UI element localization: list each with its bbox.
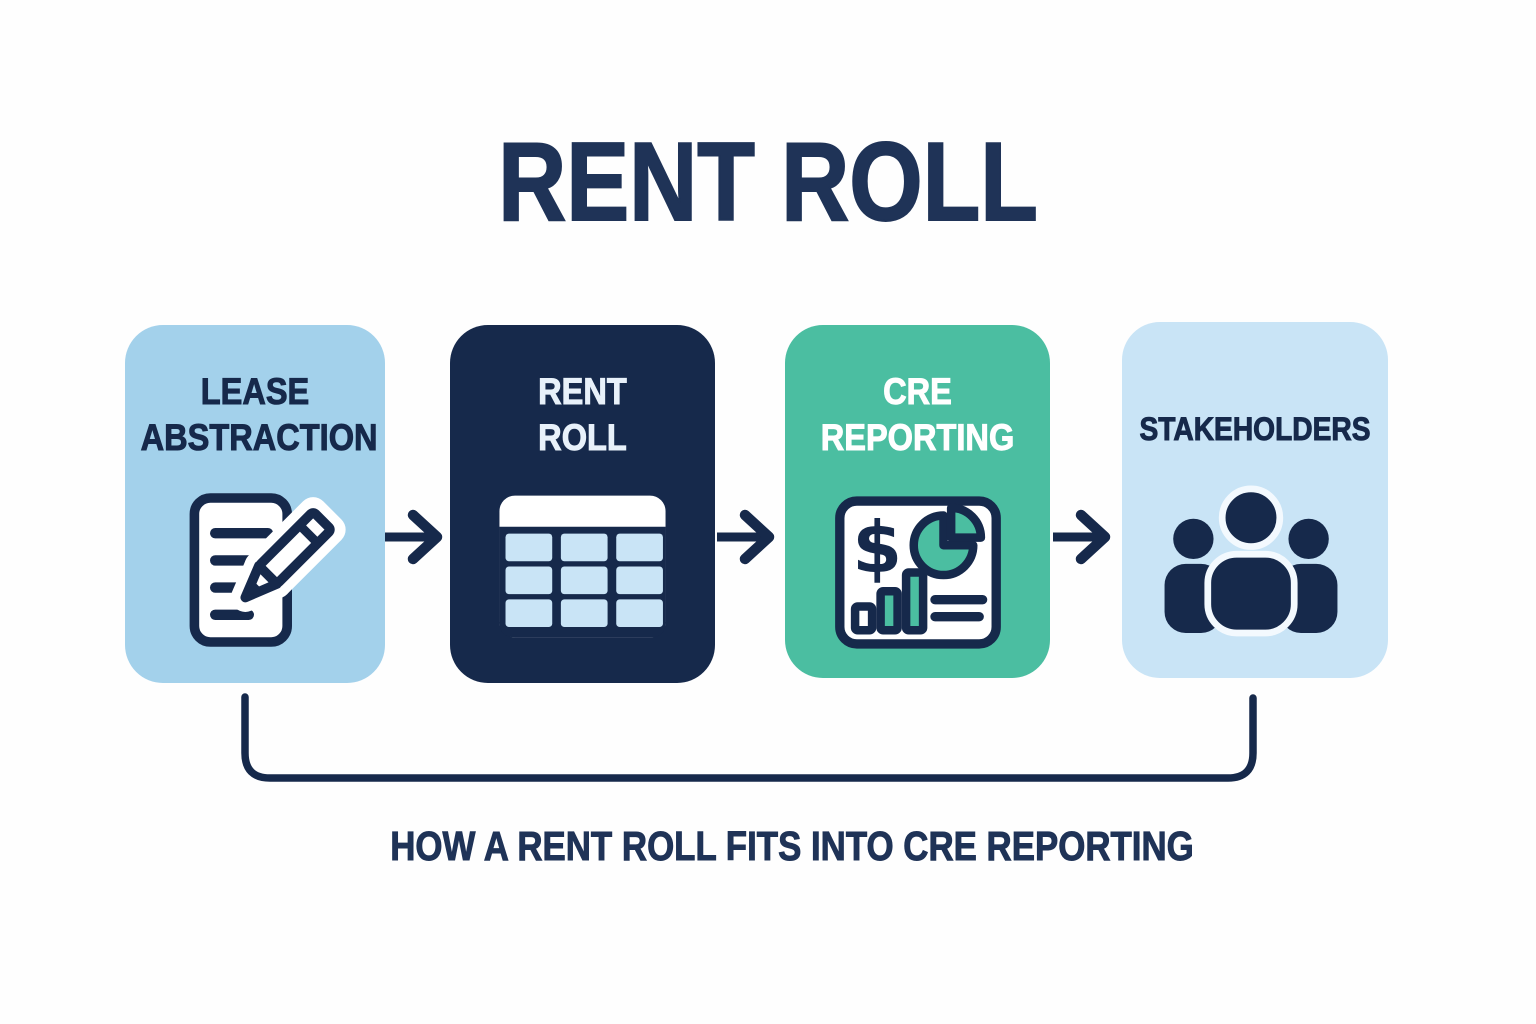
loop-connector-line — [241, 693, 1257, 782]
step-label-line: STAKEHOLDERS — [1139, 411, 1371, 448]
caption-text: HOW A RENT ROLL FITS INTO CRE REPORTING — [24, 822, 1536, 870]
text-lines-icon — [930, 595, 988, 622]
bar-chart-icon — [850, 568, 928, 635]
step-label: CRE REPORTING — [785, 325, 1050, 461]
step-label-line: LEASE — [200, 371, 310, 413]
document-pencil-icon — [189, 493, 346, 647]
step-label-line: RENT — [538, 371, 628, 413]
arrow-right-icon — [1053, 509, 1111, 565]
people-group-icon — [1164, 485, 1338, 637]
step-cre-reporting: CRE REPORTING $ — [785, 325, 1050, 678]
step-lease-abstraction: LEASE ABSTRACTION — [125, 325, 385, 683]
arrow-right-icon — [385, 509, 443, 565]
step-rent-roll: RENT ROLL — [450, 325, 715, 683]
step-label: STAKEHOLDERS — [1122, 322, 1388, 452]
step-label: LEASE ABSTRACTION — [125, 325, 385, 461]
step-label-line: ROLL — [538, 417, 627, 459]
page-title-text: RENT ROLL — [497, 120, 1039, 244]
step-label-line: REPORTING — [820, 417, 1015, 459]
arrow-right-icon — [717, 509, 775, 565]
step-label: RENT ROLL — [450, 325, 715, 461]
financial-report-icon: $ — [835, 496, 1001, 649]
page-title: RENT ROLL — [0, 120, 1536, 244]
pie-chart-icon — [909, 511, 978, 580]
caption-text-inner: HOW A RENT ROLL FITS INTO CRE REPORTING — [390, 823, 1194, 870]
step-stakeholders: STAKEHOLDERS — [1122, 322, 1388, 678]
dollar-sign-icon: $ — [852, 507, 902, 590]
step-label-line: CRE — [883, 371, 953, 413]
table-grid-icon — [499, 495, 666, 638]
step-label-line: ABSTRACTION — [140, 417, 378, 459]
